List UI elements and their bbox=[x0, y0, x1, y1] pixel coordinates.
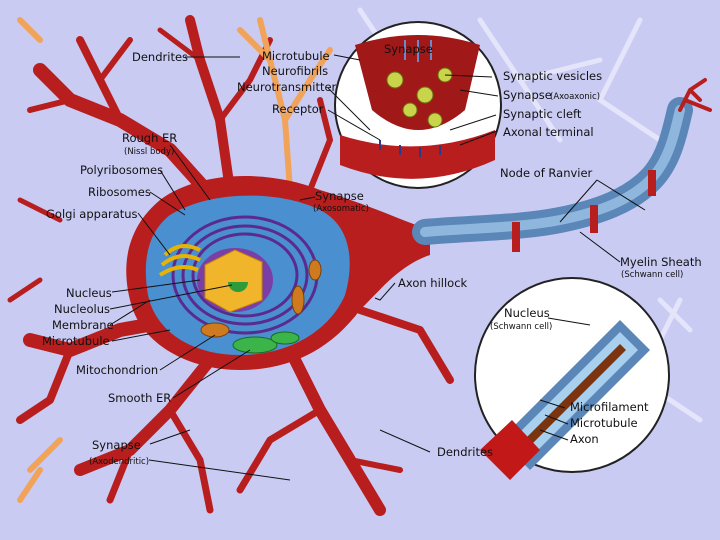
label-synapse-axodendritic-sub: (Axodendritic) bbox=[89, 457, 149, 467]
label-axon-hillock: Axon hillock bbox=[398, 276, 468, 290]
leader-lines bbox=[109, 54, 646, 481]
label-synaptic-cleft: Synaptic cleft bbox=[503, 107, 582, 121]
label-synapse-axosomatic: Synapse bbox=[315, 189, 364, 203]
label-nucleus-schwann: Nucleus bbox=[504, 306, 550, 320]
label-microtubule-left: Microtubule bbox=[42, 334, 110, 348]
label-synapse-axodendritic: Synapse bbox=[92, 438, 141, 452]
label-membrane: Membrane bbox=[52, 318, 114, 332]
label-synapse-inset: Synapse bbox=[384, 42, 433, 56]
label-synaptic-vesicles: Synaptic vesicles bbox=[503, 69, 602, 83]
label-golgi-apparatus: Golgi apparatus bbox=[46, 207, 138, 221]
label-microfilament: Microfilament bbox=[570, 400, 649, 414]
nucleus-cutaway bbox=[204, 249, 263, 313]
label-receptor: Receptor bbox=[272, 102, 324, 116]
axon-terminal-branches bbox=[678, 78, 712, 112]
label-node-of-ranvier: Node of Ranvier bbox=[500, 166, 593, 180]
label-dendrites-bottom: Dendrites bbox=[437, 445, 493, 459]
label-synapse-axoaxonic: Synapse bbox=[503, 88, 552, 102]
label-mitochondrion: Mitochondrion bbox=[76, 363, 158, 377]
golgi-apparatus-shape bbox=[158, 244, 201, 277]
label-synapse-axosomatic-sub: (Axosomatic) bbox=[313, 204, 369, 214]
label-nucleolus: Nucleolus bbox=[54, 302, 110, 316]
label-axon: Axon bbox=[570, 432, 599, 446]
label-myelin-sheath: Myelin Sheath bbox=[620, 255, 702, 269]
axon-core bbox=[420, 105, 685, 237]
label-neurofibrils: Neurofibrils bbox=[262, 64, 328, 78]
label-microtubule-inset: Microtubule bbox=[570, 416, 638, 430]
label-axonal-terminal: Axonal terminal bbox=[503, 125, 594, 139]
mitochondria bbox=[200, 259, 322, 338]
label-smooth-er: Smooth ER bbox=[108, 391, 171, 405]
dendrite-tree bbox=[7, 15, 454, 516]
myelin-inset bbox=[474, 277, 670, 480]
label-dendrites-top: Dendrites bbox=[132, 50, 188, 64]
label-rough-er-sub: (Nissl body) bbox=[124, 147, 174, 157]
label-microtubule-top: Microtubule bbox=[262, 49, 330, 63]
label-nucleus-schwann-sub: (Schwann cell) bbox=[490, 322, 552, 332]
label-polyribosomes: Polyribosomes bbox=[80, 163, 163, 177]
synapse-inset bbox=[334, 21, 502, 189]
label-neurotransmitter: Neurotransmitter bbox=[237, 80, 337, 94]
orange-dendrite-branches bbox=[17, 17, 333, 503]
label-rough-er: Rough ER bbox=[122, 131, 177, 145]
label-synapse-axoaxonic-sub: (Axoaxonic) bbox=[550, 92, 600, 102]
smooth-er-shape bbox=[232, 331, 300, 354]
label-myelin-sheath-sub: (Schwann cell) bbox=[621, 270, 683, 280]
nucleolus-shape bbox=[228, 282, 248, 292]
label-nucleus: Nucleus bbox=[66, 286, 112, 300]
diagram-labels: Dendrites Microtubule Neurofibrils Neuro… bbox=[42, 42, 702, 467]
label-ribosomes: Ribosomes bbox=[88, 185, 151, 199]
nodes-of-ranvier bbox=[512, 170, 656, 252]
